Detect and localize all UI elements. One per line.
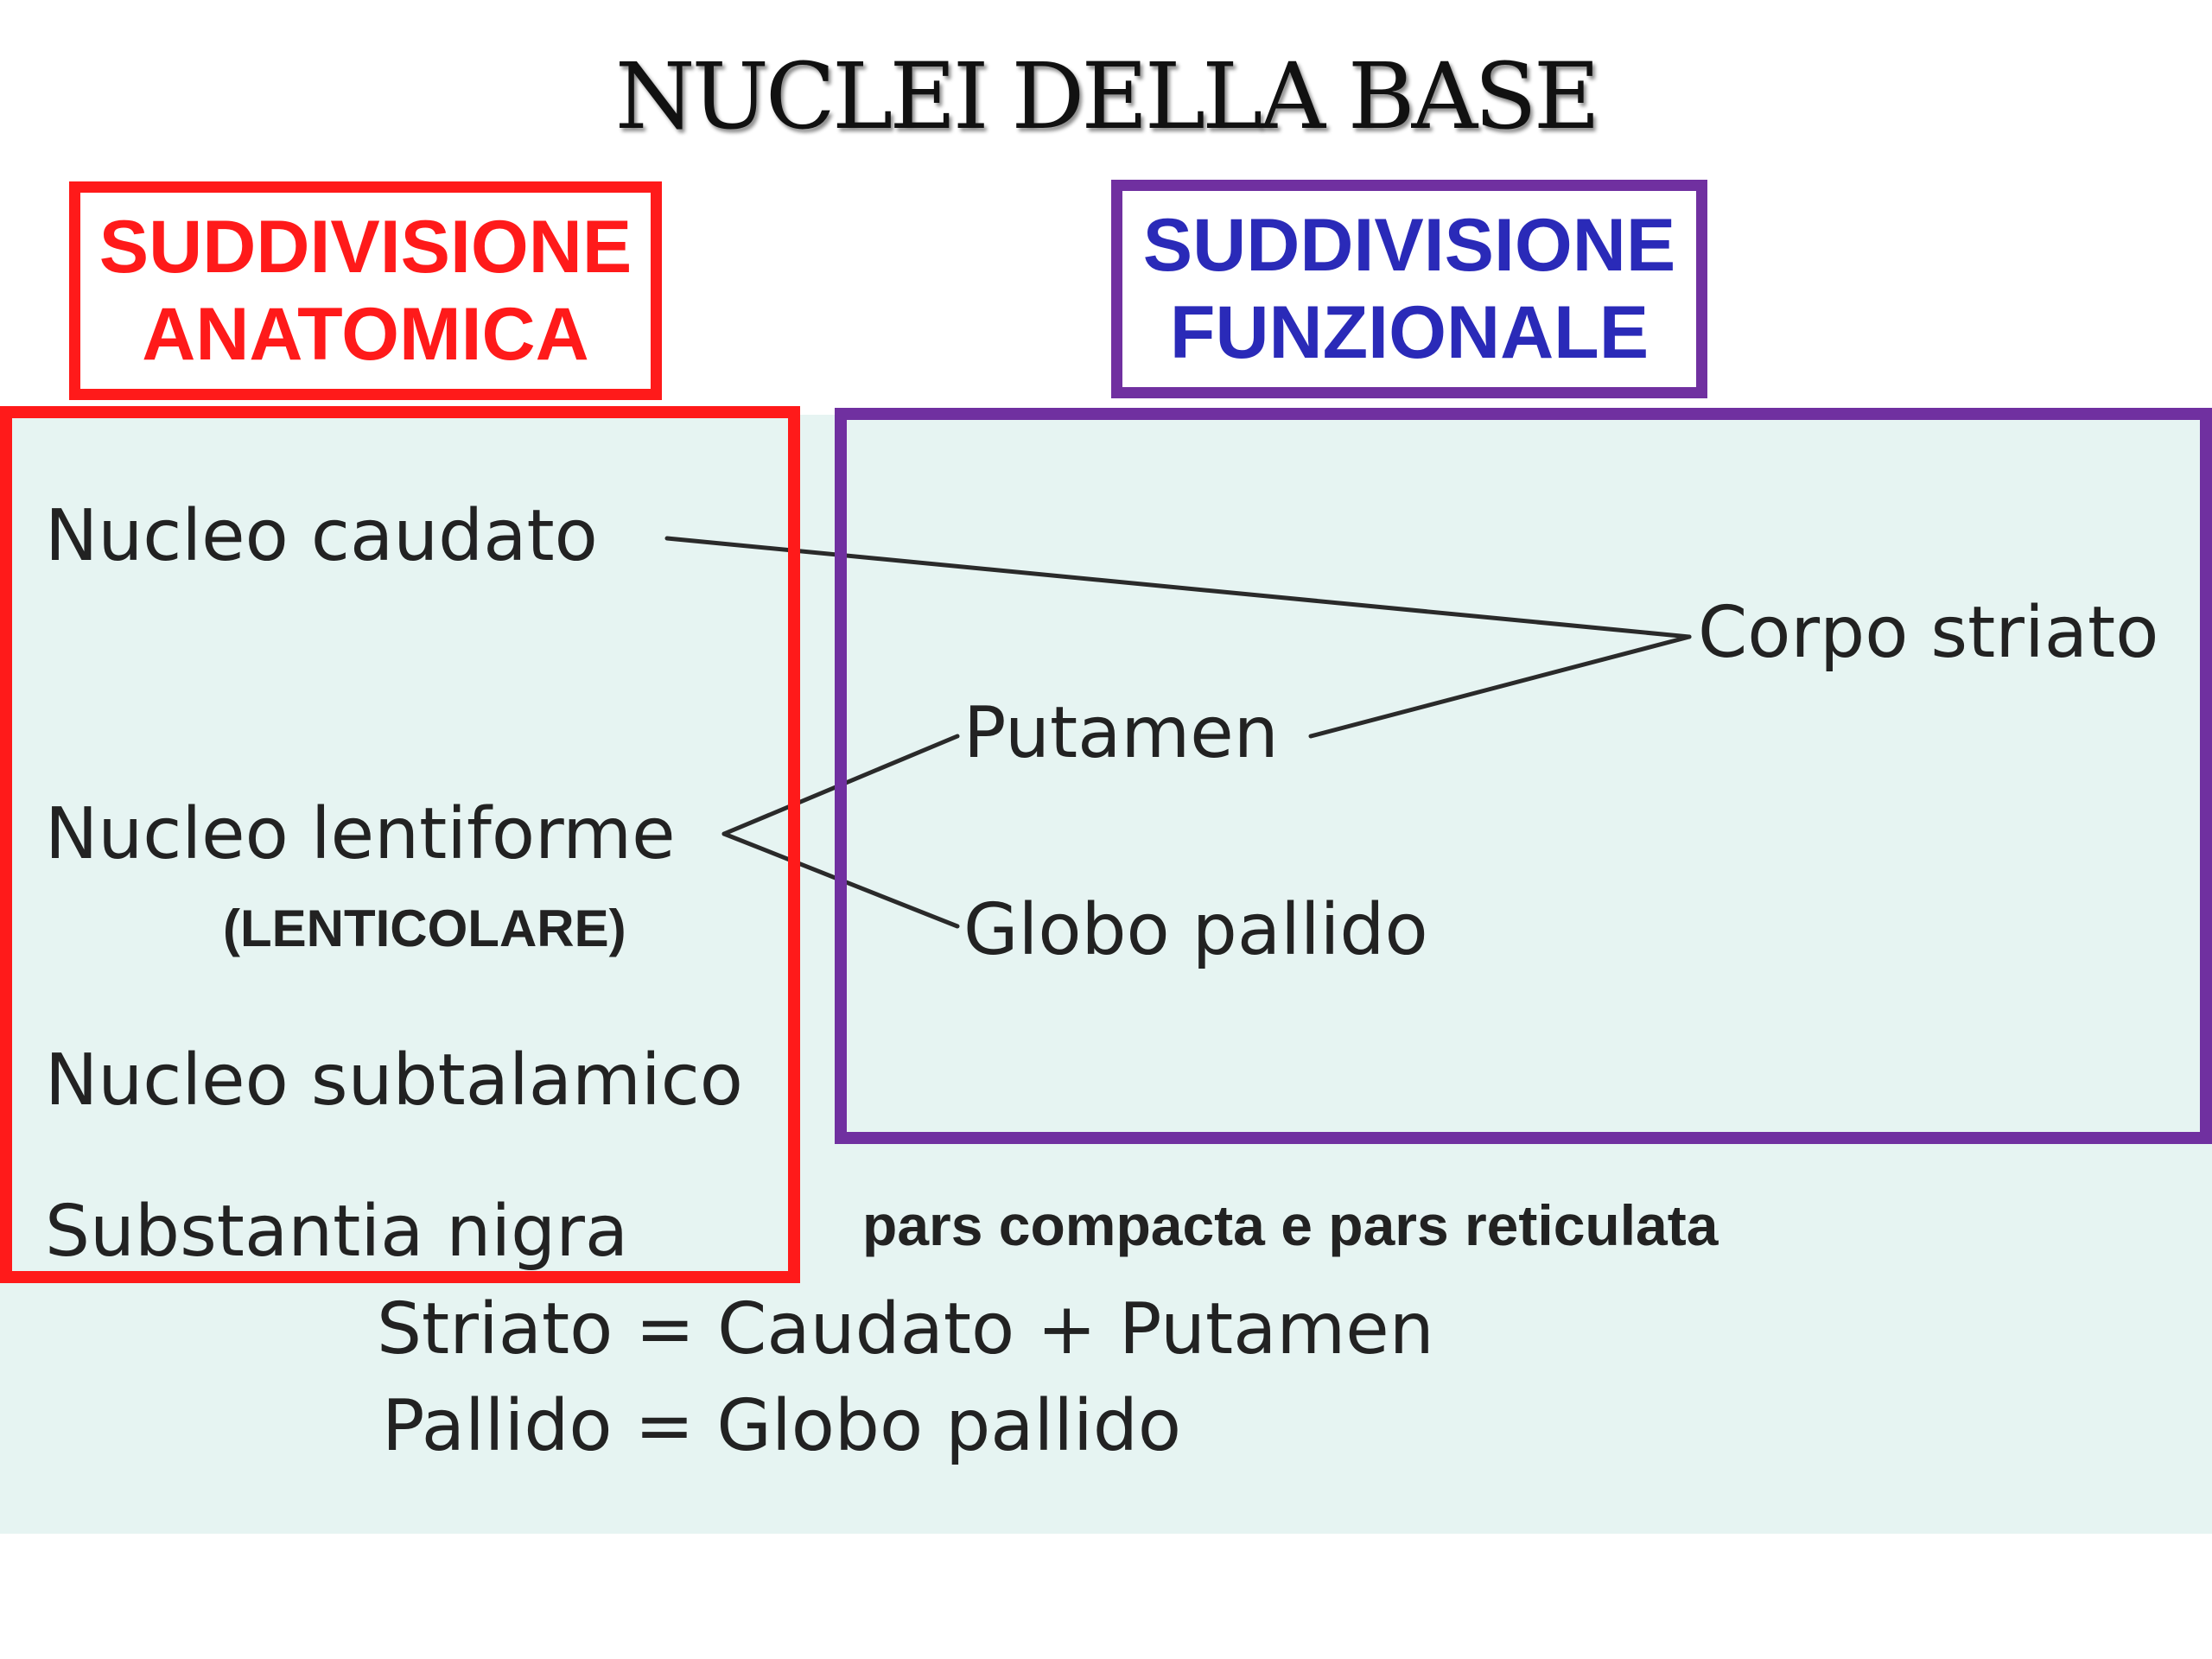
label-putamen: Putamen bbox=[963, 692, 1279, 774]
header-anatomical: SUDDIVISIONE ANATOMICA bbox=[69, 181, 662, 400]
header-functional: SUDDIVISIONE FUNZIONALE bbox=[1111, 180, 1707, 398]
label-corpo-striato: Corpo striato bbox=[1698, 592, 2159, 674]
label-nucleo-subtalamico: Nucleo subtalamico bbox=[45, 1039, 743, 1122]
functional-frame bbox=[835, 408, 2212, 1144]
anatomical-frame bbox=[0, 406, 800, 1283]
equation-pallido: Pallido = Globo pallido bbox=[382, 1385, 1182, 1467]
header-functional-line1: SUDDIVISIONE bbox=[1142, 203, 1676, 287]
label-nucleo-caudato: Nucleo caudato bbox=[45, 495, 598, 577]
header-functional-line2: FUNZIONALE bbox=[1169, 290, 1649, 374]
page-title: NUCLEI DELLA BASE bbox=[614, 43, 1600, 149]
label-substantia-nigra: Substantia nigra bbox=[45, 1191, 629, 1273]
equation-striato: Striato = Caudato + Putamen bbox=[377, 1288, 1434, 1370]
diagram-panel bbox=[0, 415, 2212, 1534]
header-anatomical-line2: ANATOMICA bbox=[142, 292, 589, 376]
label-nucleo-lentiforme: Nucleo lentiforme bbox=[45, 793, 676, 875]
label-globo-pallido: Globo pallido bbox=[963, 889, 1428, 971]
label-pars-note: pars compacta e pars reticulata bbox=[862, 1193, 1719, 1257]
label-lenticolare: (LENTICOLARE) bbox=[223, 899, 626, 957]
header-anatomical-line1: SUDDIVISIONE bbox=[99, 205, 632, 289]
line-putamen-corpo bbox=[1308, 634, 1692, 739]
